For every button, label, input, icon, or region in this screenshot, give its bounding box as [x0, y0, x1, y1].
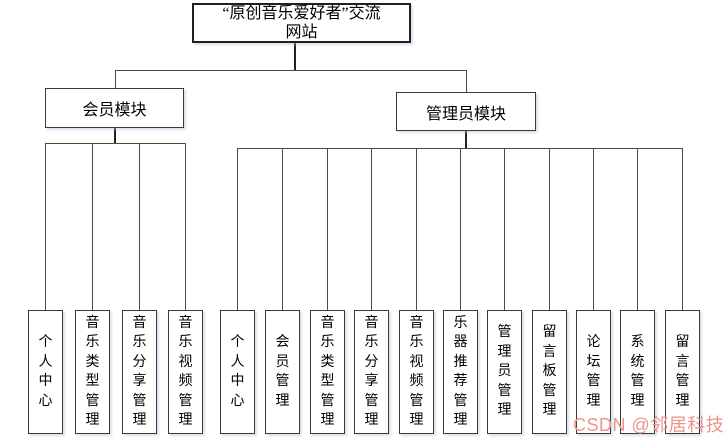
node-root: “原创音乐爱好者”交流网站	[192, 3, 411, 43]
connector-admin-leaf-drop	[416, 148, 417, 310]
node-label: 管理员管理	[497, 325, 512, 419]
node-label: 论坛管理	[586, 335, 601, 409]
node-admin-instrument-recommend-mgmt: 乐器推荐管理	[443, 310, 478, 434]
connector-admin-leaf-drop	[327, 148, 328, 310]
node-member-music-share-mgmt: 音乐分享管理	[122, 310, 157, 434]
connector-admin-leaf-drop	[682, 148, 683, 310]
connector-member-leaf-drop	[92, 143, 93, 310]
node-admin-music-type-mgmt: 音乐类型管理	[310, 310, 345, 434]
connector-member-leaf-drop	[185, 143, 186, 310]
connector-admin-leaf-drop	[549, 148, 550, 310]
node-admin-message-mgmt: 留言管理	[665, 310, 700, 434]
connector-admin-leaf-drop	[371, 148, 372, 310]
node-label: 留言板管理	[542, 325, 557, 419]
node-member-module-label: 会员模块	[82, 102, 147, 119]
connector-root-stub	[294, 43, 296, 70]
connector-member-stub	[114, 128, 116, 143]
node-label: 音乐视频管理	[178, 315, 193, 429]
node-admin-member-mgmt: 会员管理	[265, 310, 300, 434]
node-root-label: “原创音乐爱好者”交流网站	[222, 5, 381, 41]
node-label: 会员管理	[275, 335, 290, 409]
node-label: 音乐分享管理	[132, 315, 147, 429]
node-admin-music-share-mgmt: 音乐分享管理	[354, 310, 389, 434]
node-admin-music-video-mgmt: 音乐视频管理	[399, 310, 434, 434]
node-admin-module-label: 管理员模块	[425, 105, 506, 123]
node-admin-message-board-mgmt: 留言板管理	[532, 310, 567, 434]
connector-admin-leaf-drop	[504, 148, 505, 310]
connector-admin-stub	[465, 131, 467, 148]
node-label: 乐器推荐管理	[453, 315, 468, 429]
node-admin-personal-center: 个人中心	[220, 310, 255, 434]
node-admin-forum-mgmt: 论坛管理	[576, 310, 611, 434]
connector-admin-leaf-drop	[282, 148, 283, 310]
node-admin-module: 管理员模块	[396, 92, 536, 131]
node-label: 个人中心	[38, 335, 53, 409]
node-member-module: 会员模块	[45, 88, 184, 128]
connector-admin-drop	[466, 70, 467, 92]
connector-member-drop	[115, 70, 116, 88]
connector-admin-hline	[237, 148, 682, 149]
node-label: 音乐分享管理	[364, 315, 379, 429]
connector-member-hline	[45, 143, 186, 144]
node-admin-admin-mgmt: 管理员管理	[487, 310, 522, 434]
node-label: 个人中心	[230, 335, 245, 409]
connector-admin-leaf-drop	[637, 148, 638, 310]
connector-member-leaf-drop	[45, 143, 46, 310]
node-admin-system-mgmt: 系统管理	[620, 310, 655, 434]
connector-admin-leaf-drop	[237, 148, 238, 310]
node-member-music-video-mgmt: 音乐视频管理	[168, 310, 203, 434]
node-member-personal-center: 个人中心	[28, 310, 63, 434]
connector-level1-hline	[115, 70, 467, 71]
node-label: 留言管理	[675, 335, 690, 409]
connector-admin-leaf-drop	[460, 148, 461, 310]
node-label: 音乐类型管理	[85, 315, 100, 429]
node-member-music-type-mgmt: 音乐类型管理	[75, 310, 110, 434]
node-label: 系统管理	[630, 335, 645, 409]
node-label: 音乐类型管理	[320, 315, 335, 429]
connector-member-leaf-drop	[139, 143, 140, 310]
node-label: 音乐视频管理	[409, 315, 424, 429]
connector-admin-leaf-drop	[593, 148, 594, 310]
csdn-watermark: CSDN @邻居科技	[573, 415, 725, 435]
